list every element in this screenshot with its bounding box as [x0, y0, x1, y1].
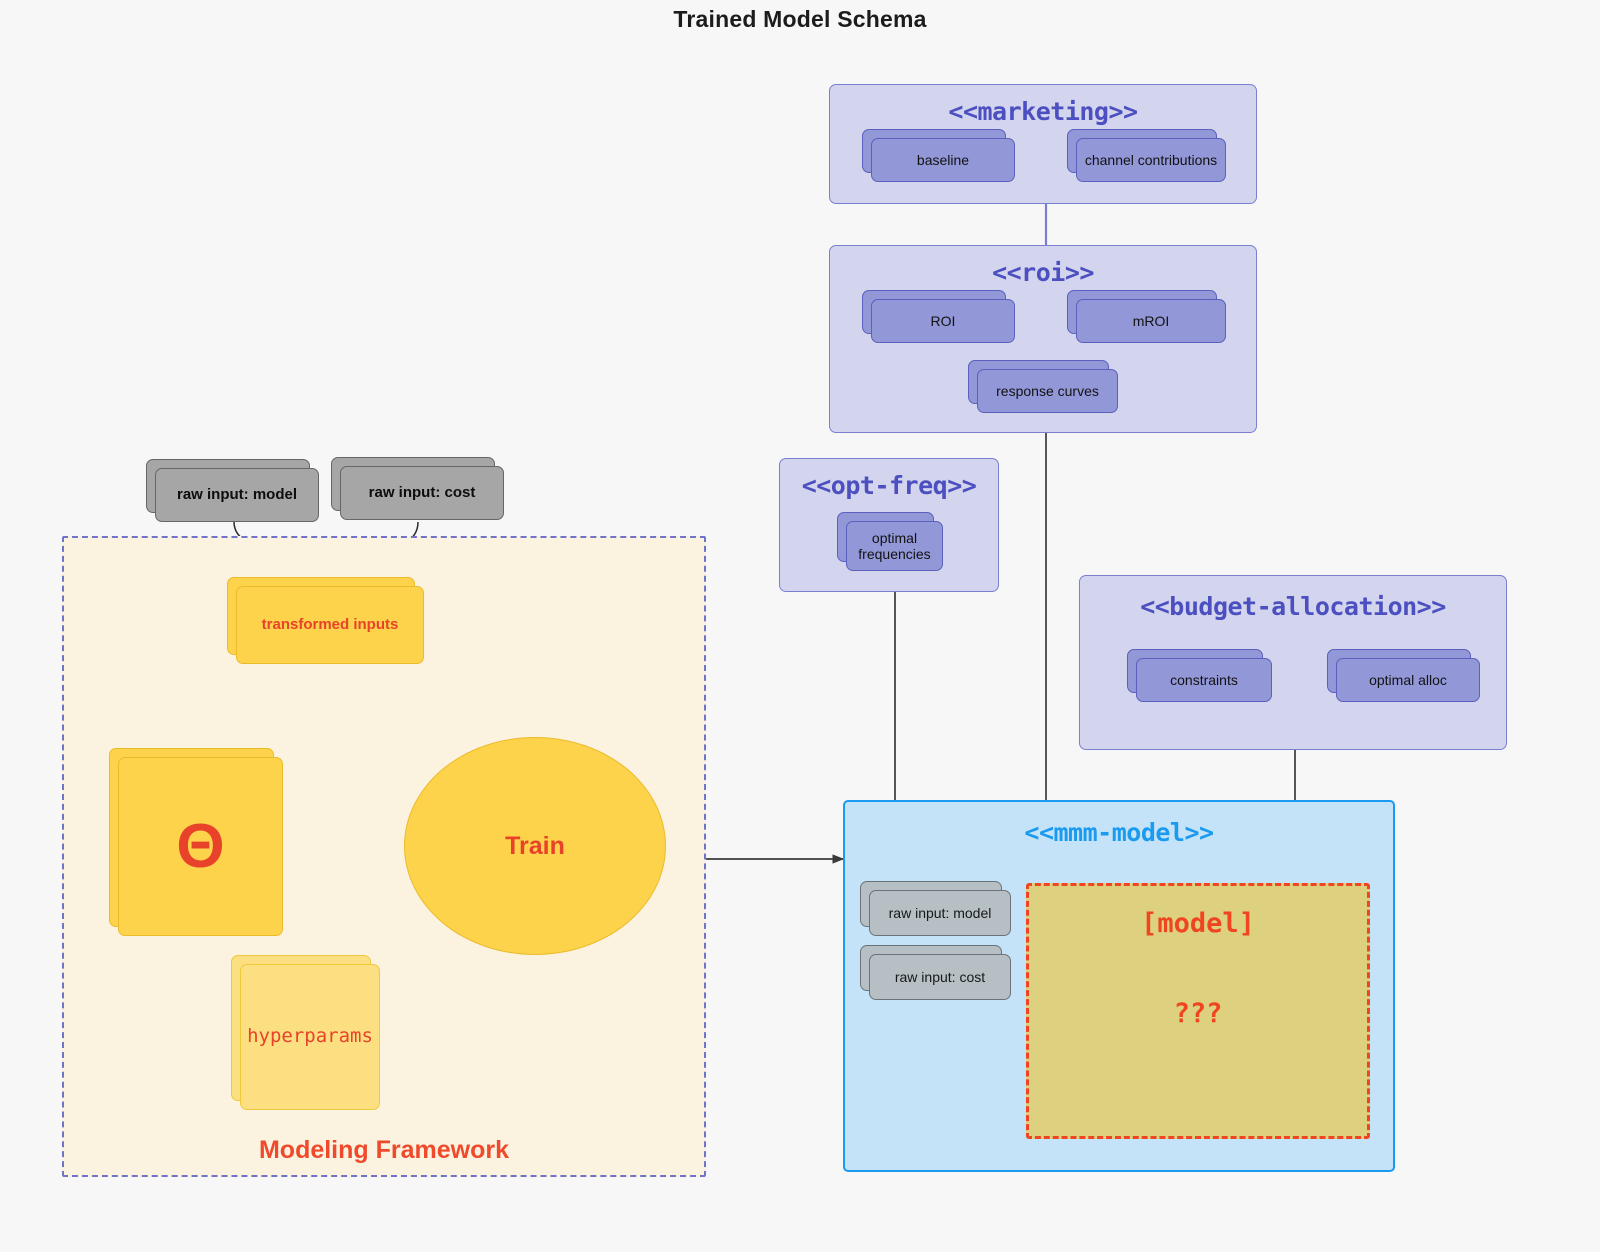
- node-mmm-raw-input-model[interactable]: raw input: model: [860, 881, 1011, 936]
- model-placeholder-label: [model]: [1141, 908, 1255, 939]
- node-raw-input-cost-label: raw input: cost: [340, 466, 504, 520]
- node-channel-contributions[interactable]: channel contributions: [1067, 129, 1226, 182]
- model-placeholder-unknown: ???: [1173, 998, 1223, 1029]
- node-raw-input-model[interactable]: raw input: model: [146, 459, 319, 522]
- package-mmm-model-title: <<mmm-model>>: [1024, 818, 1214, 847]
- node-mroi-label: mROI: [1076, 299, 1226, 343]
- node-roi-label: ROI: [871, 299, 1015, 343]
- node-raw-input-cost[interactable]: raw input: cost: [331, 457, 504, 520]
- node-mmm-raw-input-model-label: raw input: model: [869, 890, 1011, 936]
- node-optimal-frequencies[interactable]: optimal frequencies: [837, 512, 943, 571]
- node-constraints-label: constraints: [1136, 658, 1272, 702]
- train-label: Train: [505, 831, 565, 860]
- node-constraints[interactable]: constraints: [1127, 649, 1272, 702]
- node-baseline-label: baseline: [871, 138, 1015, 182]
- package-opt-freq-title: <<opt-freq>>: [801, 471, 977, 500]
- package-roi-title: <<roi>>: [992, 258, 1094, 287]
- node-theta-label: Θ: [118, 757, 283, 936]
- node-mmm-raw-input-cost[interactable]: raw input: cost: [860, 945, 1011, 1000]
- node-optimal-alloc[interactable]: optimal alloc: [1327, 649, 1480, 702]
- node-response-curves[interactable]: response curves: [968, 360, 1118, 413]
- node-roi[interactable]: ROI: [862, 290, 1015, 343]
- node-optimal-frequencies-label: optimal frequencies: [846, 521, 943, 571]
- node-optimal-alloc-label: optimal alloc: [1336, 658, 1480, 702]
- node-channel-contributions-label: channel contributions: [1076, 138, 1226, 182]
- model-placeholder-box[interactable]: [model] ???: [1026, 883, 1370, 1139]
- modeling-framework-label: Modeling Framework: [258, 1136, 510, 1164]
- node-transformed-inputs[interactable]: transformed inputs: [227, 577, 424, 664]
- node-response-curves-label: response curves: [977, 369, 1118, 413]
- node-mmm-raw-input-cost-label: raw input: cost: [869, 954, 1011, 1000]
- node-baseline[interactable]: baseline: [862, 129, 1015, 182]
- page-title: Trained Model Schema: [673, 6, 927, 32]
- node-hyperparams[interactable]: hyperparams: [231, 955, 380, 1110]
- node-transformed-inputs-label: transformed inputs: [236, 586, 424, 664]
- package-marketing-title: <<marketing>>: [948, 97, 1138, 126]
- node-raw-input-model-label: raw input: model: [155, 468, 319, 522]
- package-budget-allocation-title: <<budget-allocation>>: [1140, 592, 1446, 621]
- node-mroi[interactable]: mROI: [1067, 290, 1226, 343]
- train-activity[interactable]: Train: [404, 737, 666, 955]
- node-theta[interactable]: Θ: [109, 748, 283, 936]
- node-hyperparams-label: hyperparams: [240, 964, 380, 1110]
